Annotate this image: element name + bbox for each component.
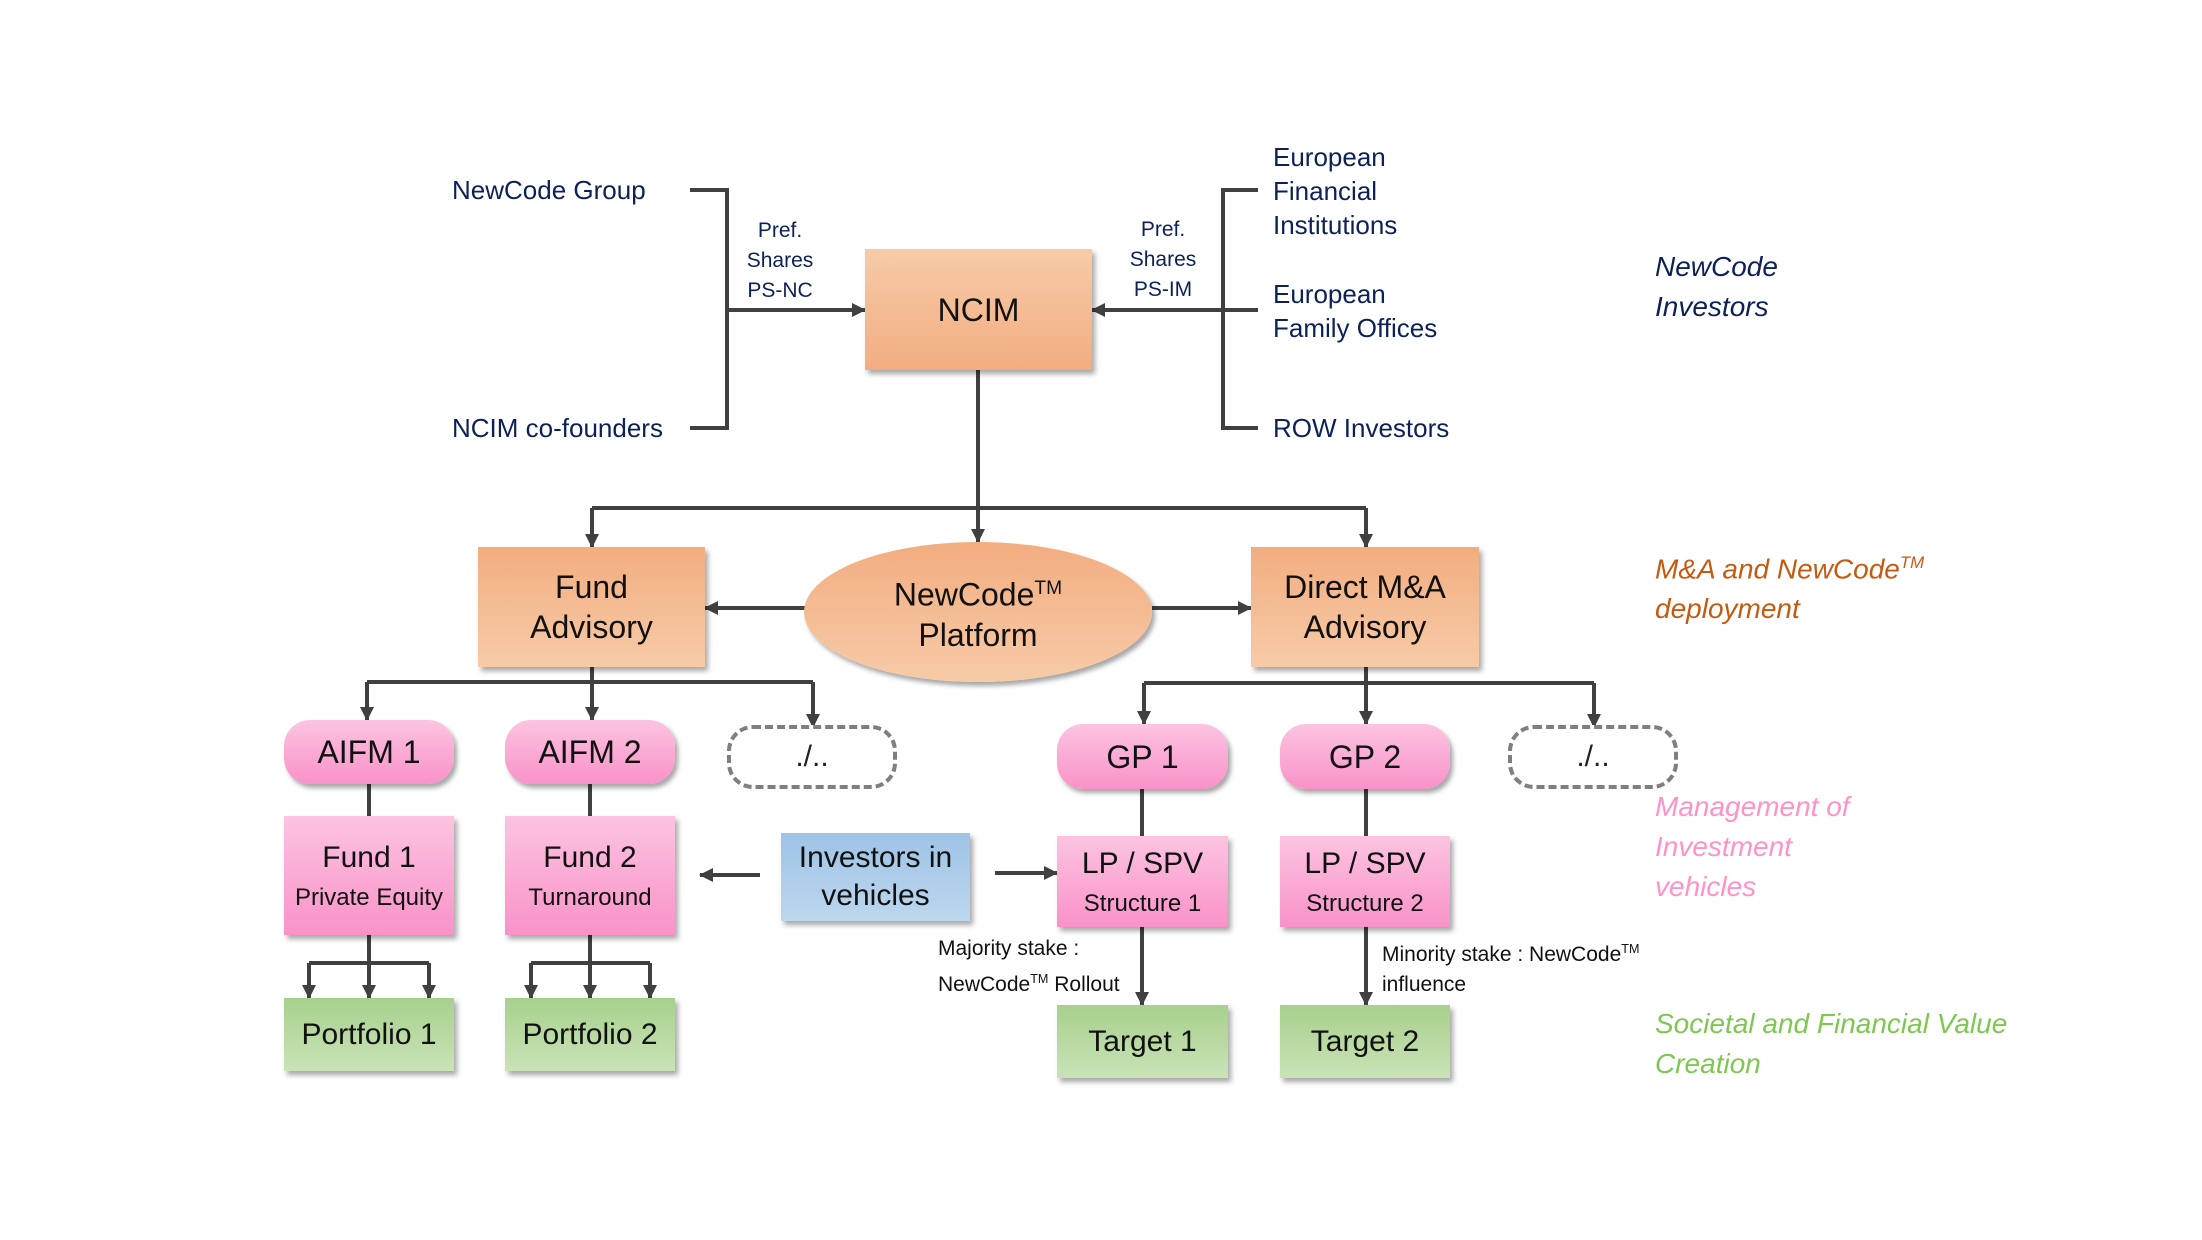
rollout-text: Rollout — [1048, 973, 1120, 996]
ellipsis-label: ./.. — [1576, 740, 1610, 773]
lp-spv-1-title: LP / SPV — [1081, 846, 1204, 880]
investor-line: Institutions — [1273, 210, 1398, 240]
newcode-name: NewCode — [938, 973, 1031, 996]
platform-name: NewCode — [893, 576, 1035, 613]
investor-line: European — [1273, 142, 1386, 172]
lp-spv-structure-1-box[interactable]: LP / SPV Structure 1 — [1057, 836, 1228, 927]
trademark-mark: TM — [1899, 553, 1925, 572]
direct-advisory-line2: Advisory — [1303, 609, 1427, 645]
investor-european-financial-institutions: European Financial Institutions — [1273, 140, 1397, 242]
majority-stake-line2: NewCodeTM Rollout — [938, 964, 1120, 1000]
gp-1-label: GP 1 — [1106, 738, 1179, 775]
investor-line: Family Offices — [1273, 313, 1438, 343]
category-line: Management of — [1655, 791, 1850, 822]
investor-line: European — [1273, 279, 1386, 309]
category-value-creation: Societal and Financial Value Creation — [1655, 1004, 2007, 1084]
trademark-mark: TM — [1621, 942, 1640, 956]
fund-1-title: Fund 1 — [322, 840, 416, 874]
investors-in-vehicles-box[interactable]: Investors in vehicles — [781, 833, 970, 921]
fund-1-box[interactable]: Fund 1 Private Equity — [284, 816, 454, 935]
fund-2-subtitle: Turnaround — [528, 883, 652, 911]
minority-stake-line1: Minority stake : NewCodeTM — [1382, 934, 1639, 970]
aifm-2-label: AIFM 2 — [538, 734, 642, 770]
ps-im-line2: Shares — [1129, 248, 1197, 271]
aifm-2-box[interactable]: AIFM 2 — [505, 720, 675, 784]
ps-nc-label: Pref. Shares PS-NC — [740, 216, 820, 306]
category-ma-deployment: M&A and NewCodeTM deployment — [1655, 543, 1924, 629]
portfolio-1-box[interactable]: Portfolio 1 — [284, 998, 454, 1071]
category-line: Investors — [1655, 291, 1769, 322]
platform-line2: Platform — [918, 616, 1038, 653]
more-aifm-placeholder: ./.. — [727, 725, 897, 789]
portfolio-1-label: Portfolio 1 — [301, 1017, 437, 1051]
trademark-mark: TM — [1030, 972, 1049, 986]
investor-european-family-offices: European Family Offices — [1273, 277, 1437, 345]
fund-advisory-box[interactable]: Fund Advisory — [478, 547, 705, 667]
trademark-mark: TM — [1034, 578, 1063, 600]
ncim-box[interactable]: NCIM — [865, 249, 1092, 370]
fund-advisory-line2: Advisory — [530, 609, 653, 645]
ps-nc-line3: PS-NC — [747, 279, 813, 302]
portfolio-2-label: Portfolio 2 — [522, 1017, 658, 1051]
minority-stake-text: Minority stake : NewCode — [1382, 943, 1622, 966]
lp-spv-structure-2-box[interactable]: LP / SPV Structure 2 — [1280, 836, 1450, 927]
minority-stake-note: Minority stake : NewCodeTM influence — [1382, 934, 1639, 1000]
ps-im-line1: Pref. — [1140, 218, 1186, 241]
category-line: Creation — [1655, 1048, 1761, 1079]
investor-ncim-cofounders: NCIM co-founders — [452, 413, 663, 443]
lp-spv-1-subtitle: Structure 1 — [1083, 889, 1202, 917]
lp-spv-2-subtitle: Structure 2 — [1306, 889, 1424, 917]
newcode-platform-ellipse[interactable]: NewCodeTM Platform — [804, 542, 1152, 682]
majority-stake-note: Majority stake : NewCodeTM Rollout — [938, 934, 1120, 1000]
fund-1-subtitle: Private Equity — [294, 883, 444, 911]
category-newcode-investors: NewCode Investors — [1655, 247, 1778, 327]
target-2-label: Target 2 — [1310, 1024, 1420, 1058]
target-1-label: Target 1 — [1088, 1024, 1197, 1058]
aifm-1-box[interactable]: AIFM 1 — [284, 720, 454, 784]
ps-nc-line2: Shares — [746, 249, 814, 272]
direct-ma-advisory-box[interactable]: Direct M&A Advisory — [1251, 547, 1479, 667]
minority-stake-line2: influence — [1382, 973, 1467, 996]
ps-nc-line1: Pref. — [757, 219, 803, 242]
target-2-box[interactable]: Target 2 — [1280, 1005, 1450, 1078]
ncim-label: NCIM — [937, 291, 1020, 328]
direct-advisory-line1: Direct M&A — [1284, 569, 1446, 605]
category-line: deployment — [1655, 593, 1800, 625]
ps-im-label: Pref. Shares PS-IM — [1123, 215, 1203, 305]
gp-2-label: GP 2 — [1328, 738, 1402, 775]
fund-2-box[interactable]: Fund 2 Turnaround — [505, 816, 675, 935]
category-line: vehicles — [1655, 871, 1757, 902]
fund-2-title: Fund 2 — [543, 840, 637, 874]
left-investor-bracket — [690, 188, 729, 430]
investors-in-vehicles-line2: vehicles — [821, 879, 930, 912]
category-line: Investment — [1655, 831, 1792, 862]
gp-1-box[interactable]: GP 1 — [1057, 724, 1228, 789]
ps-im-line3: PS-IM — [1133, 278, 1193, 301]
target-1-box[interactable]: Target 1 — [1057, 1005, 1228, 1078]
category-line: NewCode — [1655, 251, 1778, 282]
category-line: Societal and Financial Value — [1655, 1008, 2008, 1039]
majority-stake-line1: Majority stake : — [938, 937, 1080, 960]
category-line: M&A and NewCodeTM — [1655, 543, 1924, 589]
deployment-text: M&A and NewCode — [1655, 553, 1900, 585]
fund-advisory-line1: Fund — [555, 569, 628, 605]
category-management-vehicles: Management of Investment vehicles — [1655, 787, 1850, 907]
aifm-1-label: AIFM 1 — [317, 734, 421, 770]
investor-row: ROW Investors — [1273, 413, 1450, 443]
portfolio-2-box[interactable]: Portfolio 2 — [505, 998, 675, 1071]
gp-2-box[interactable]: GP 2 — [1280, 724, 1450, 789]
investors-in-vehicles-line1: Investors in — [798, 841, 953, 874]
investor-line: Financial — [1273, 176, 1378, 206]
more-gp-placeholder: ./.. — [1508, 725, 1678, 789]
lp-spv-2-title: LP / SPV — [1304, 846, 1426, 880]
platform-line1: NewCodeTM — [894, 569, 1062, 615]
ellipsis-label: ./.. — [795, 740, 829, 773]
investor-newcode-group: NewCode Group — [452, 175, 646, 205]
